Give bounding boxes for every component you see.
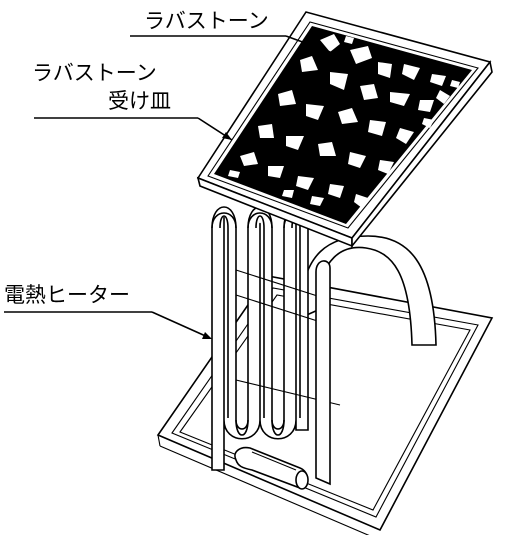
- label-electric-heater: 電熱ヒーター: [4, 283, 212, 339]
- label-tray-line2: 受け皿: [108, 89, 171, 113]
- label-lava-stone-tray: ラバストーン 受け皿: [32, 61, 233, 141]
- label-lava-stone-text: ラバストーン: [144, 9, 269, 33]
- electric-heater: [211, 206, 341, 490]
- label-heater-text: 電熱ヒーター: [4, 283, 130, 307]
- heater-bracket: [299, 235, 437, 346]
- label-lava-stone: ラバストーン: [130, 9, 353, 61]
- lava-stones: [214, 26, 472, 224]
- label-tray-line1: ラバストーン: [32, 61, 157, 85]
